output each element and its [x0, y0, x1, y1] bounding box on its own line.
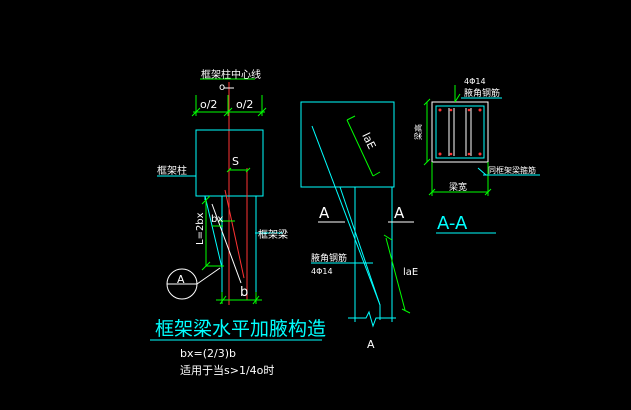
left-detail: 框架柱中心线 o o/2 o/2 框架柱 S bx L=2bx 框架梁 b A … — [150, 68, 326, 377]
section-stirrup-label: 同框架梁箍筋 — [488, 165, 536, 175]
anchor-dimension-bottom — [385, 237, 406, 311]
section-rebar-label: 腋角钢筋 — [464, 87, 500, 99]
rebar-red-2 — [224, 189, 245, 279]
middle-bottom-marker: A — [367, 338, 375, 351]
break-symbol — [348, 310, 396, 328]
section-width-label: 梁宽 — [449, 181, 467, 193]
column-box — [195, 129, 264, 197]
section-top-spec: 4Φ14 — [464, 77, 486, 86]
middle-anchor-top-label: laE — [359, 131, 378, 152]
haunch-diagonal — [204, 195, 223, 269]
section-detail: 4Φ14 腋角钢筋 梁高 同框架梁箍筋 梁宽 A-A — [413, 77, 540, 234]
section-stirrup — [435, 105, 485, 159]
condition-text: 适用于当s>1/4o时 — [180, 363, 274, 377]
middle-rebar-label: 腋角钢筋 — [311, 252, 347, 264]
middle-haunch-diagonal — [311, 125, 381, 306]
middle-rebar-spec: 4Φ14 — [311, 267, 333, 276]
section-marker-label: A — [177, 273, 185, 286]
section-rebar-dots — [438, 108, 482, 156]
middle-section-right-label: A — [394, 204, 405, 222]
bx-label: bx — [211, 214, 223, 225]
middle-section-left-label: A — [319, 204, 330, 222]
section-title: A-A — [437, 213, 468, 234]
beam-label: 框架梁 — [258, 228, 288, 241]
centerline-label: 框架柱中心线 — [201, 68, 261, 81]
dim-left-label: o/2 — [200, 98, 217, 111]
anchor-dimension-top — [346, 119, 374, 177]
offset-label: S — [232, 155, 239, 168]
center-mark-label: o — [219, 82, 225, 93]
dim-right-label: o/2 — [236, 98, 253, 111]
beam-width-label: b — [240, 285, 248, 300]
column-label: 框架柱 — [157, 164, 187, 177]
haunch-length-label: L=2bx — [195, 212, 206, 245]
section-outline — [431, 101, 489, 163]
section-side-label: 梁高 — [413, 124, 423, 140]
middle-column-box — [300, 101, 395, 188]
middle-detail: laE A A 腋角钢筋 4Φ14 laE A — [300, 101, 418, 351]
detail-title: 框架梁水平加腋构造 — [155, 318, 326, 340]
formula-text: bx=(2/3)b — [180, 347, 236, 360]
middle-anchor-bottom-label: laE — [403, 267, 418, 278]
section-marker-leader — [196, 267, 221, 285]
